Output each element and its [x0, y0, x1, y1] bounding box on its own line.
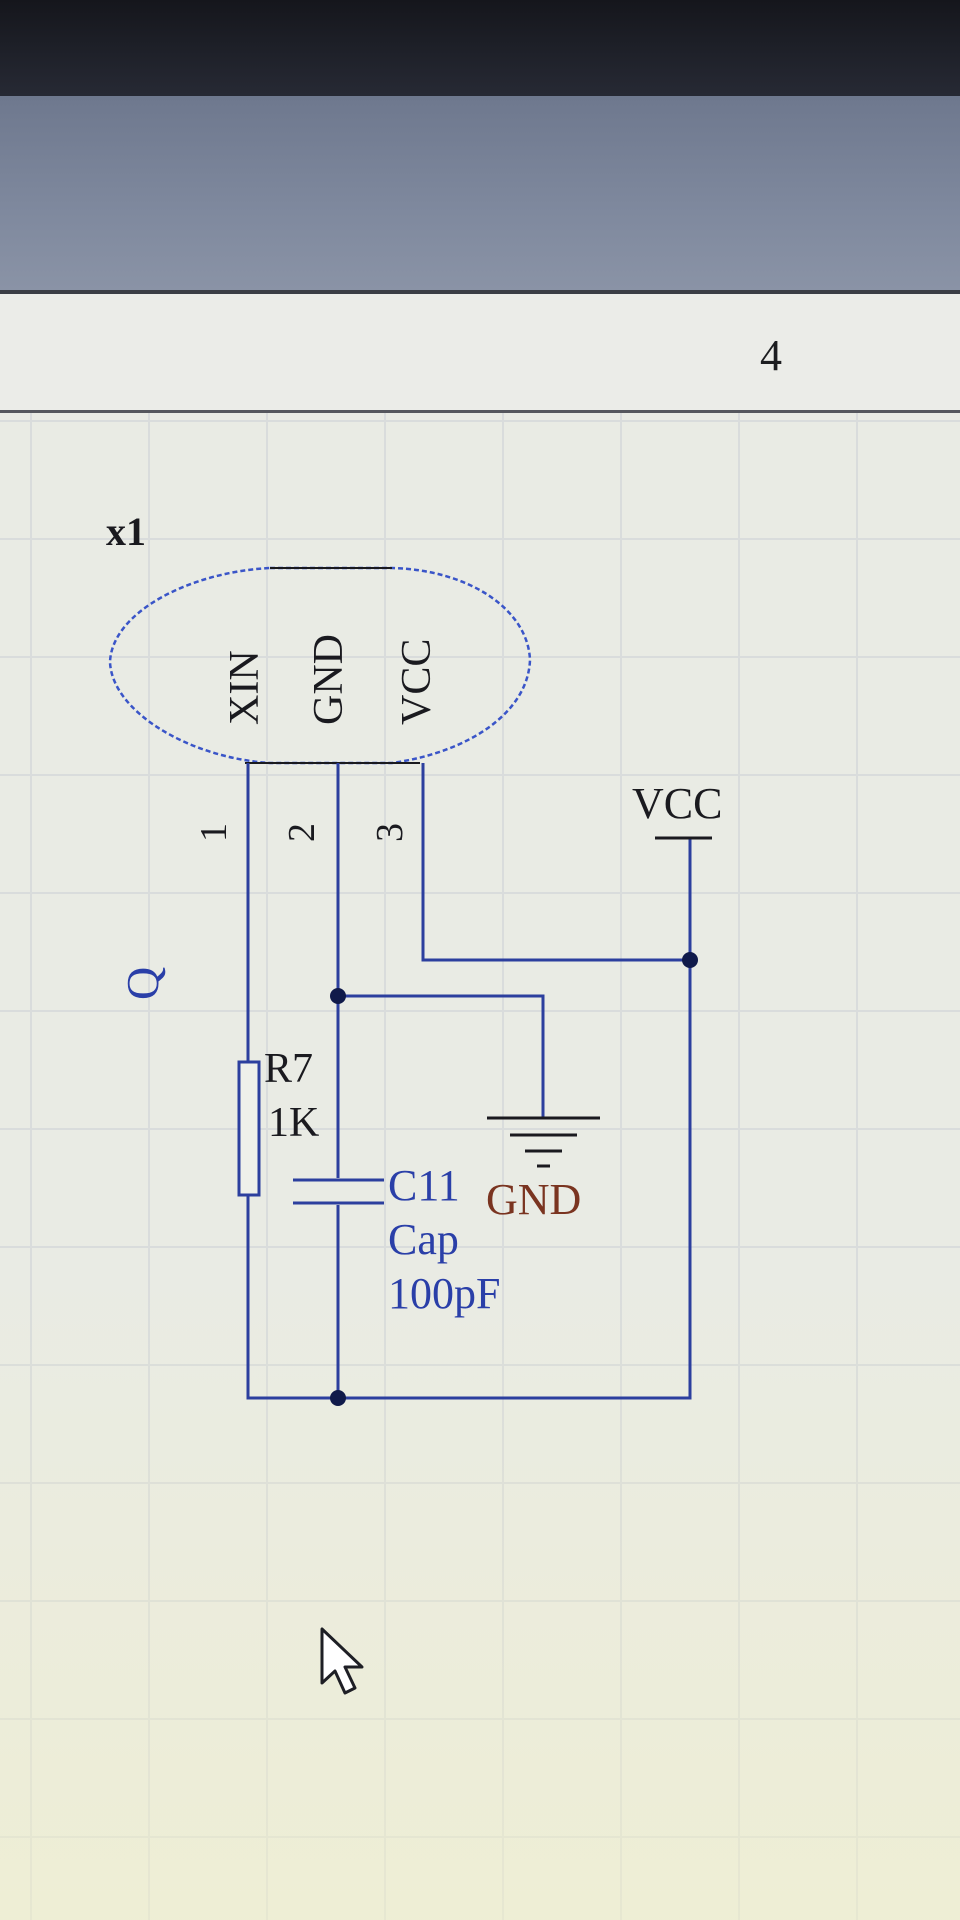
capacitor-c11[interactable]: C11 Cap 100pF	[293, 1161, 500, 1318]
resistor-r7[interactable]: R7 1K	[237, 1046, 319, 1197]
junction-dot	[682, 952, 698, 968]
resistor-value: 1K	[268, 1100, 319, 1146]
net-label-q[interactable]: Q	[117, 967, 168, 1000]
schematic-sheet[interactable]: 4	[0, 290, 960, 1920]
component-x1[interactable]: x1 XIN GND VCC 1 2 3	[106, 509, 532, 842]
wire-gnd-junction-to-port[interactable]	[338, 994, 545, 1118]
capacitor-comment: Cap	[388, 1215, 459, 1264]
application-toolbar-area	[0, 96, 960, 290]
resistor-body	[237, 1060, 261, 1197]
power-port-vcc[interactable]: VCC	[632, 779, 722, 840]
sheet-border-ruler: 4	[0, 290, 960, 413]
component-designator: x1	[106, 509, 146, 554]
wire-pin3-to-vcc[interactable]	[421, 763, 690, 962]
wires[interactable]	[246, 763, 692, 1400]
vcc-label: VCC	[632, 779, 722, 828]
gnd-label: GND	[486, 1175, 581, 1224]
pin-number-2: 2	[281, 823, 323, 842]
capacitor-value: 100pF	[388, 1269, 500, 1318]
mouse-cursor-icon	[320, 1627, 364, 1695]
power-port-gnd[interactable]: GND	[486, 1116, 600, 1224]
wire-bottom-to-vcc[interactable]	[338, 960, 692, 1400]
zone-number: 4	[760, 331, 782, 380]
resistor-designator: R7	[264, 1046, 313, 1092]
pin-label-vcc: VCC	[394, 639, 440, 725]
wire-r7-to-bottom[interactable]	[246, 1195, 338, 1400]
ruler-divider	[0, 290, 960, 294]
junction-dot	[330, 988, 346, 1004]
junctions	[330, 952, 698, 1406]
pin-label-xin: XIN	[222, 650, 268, 725]
pin-number-1: 1	[193, 823, 235, 842]
pin-label-gnd: GND	[306, 634, 352, 725]
capacitor-designator: C11	[388, 1161, 460, 1210]
junction-dot	[330, 1390, 346, 1406]
monitor-bezel	[0, 0, 960, 100]
pin-number-3: 3	[369, 823, 411, 842]
